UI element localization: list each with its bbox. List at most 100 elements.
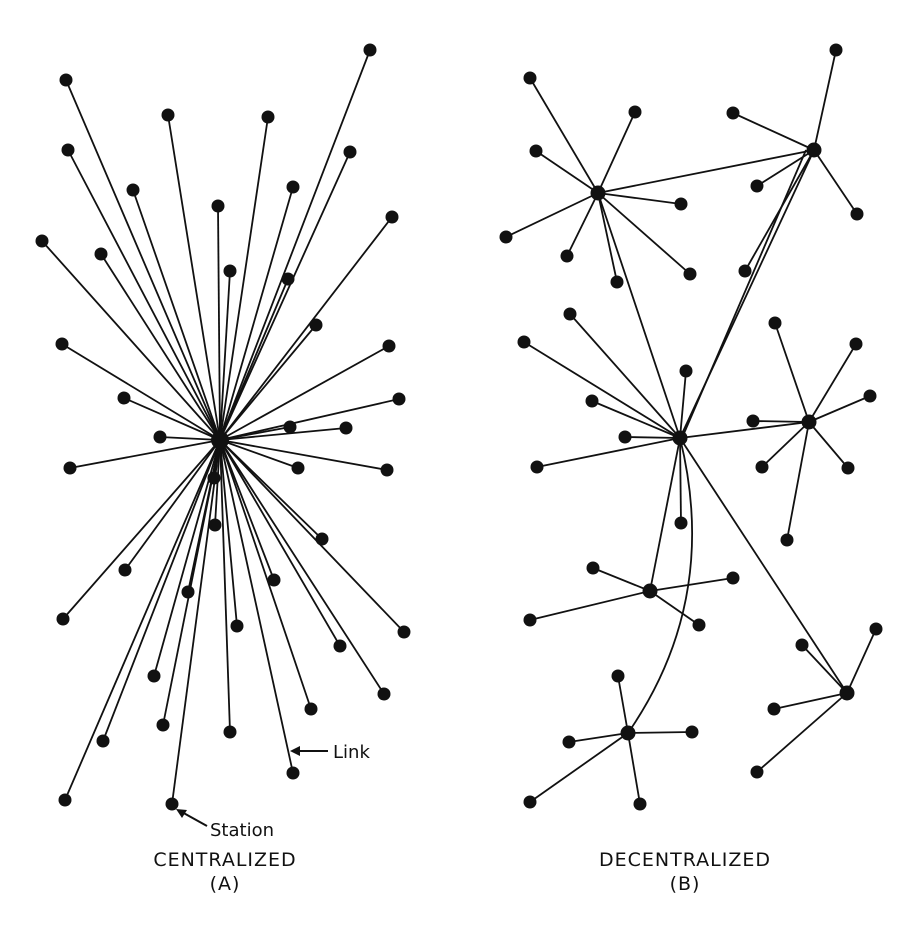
link [219,345,390,441]
station [674,197,688,211]
hub-link [597,149,815,194]
decentralized-title: DECENTRALIZED [599,849,771,871]
station [562,735,576,749]
link [219,439,312,710]
link [536,437,681,468]
link [219,439,299,469]
link [529,590,651,621]
link [597,111,636,194]
link [597,192,682,205]
station [153,430,167,444]
link [627,732,641,805]
hub-link [679,421,810,439]
link [566,192,599,257]
hub-station [801,414,817,430]
link [679,370,687,439]
link [219,439,231,733]
station [530,460,544,474]
link [846,628,877,694]
centralized-title: CENTRALIZED [153,849,296,871]
station [56,612,70,626]
link [123,397,221,441]
annotation-station: Station [176,809,274,841]
stations [35,43,883,811]
link [219,439,275,581]
station [633,797,647,811]
station [117,391,131,405]
hub-station [642,583,658,599]
station [286,180,300,194]
annotation-link: Link [290,742,370,763]
link [219,427,347,441]
link [649,577,734,592]
station [585,394,599,408]
hub-link [627,437,693,734]
station [529,144,543,158]
link [219,216,393,441]
station [850,207,864,221]
hub-station [672,430,688,446]
station [267,573,281,587]
station [211,199,225,213]
link [61,343,221,441]
link [505,192,599,238]
station [181,585,195,599]
station [63,461,77,475]
link [219,426,291,441]
station [523,795,537,809]
station [674,516,688,530]
link [523,341,681,439]
station [726,106,740,120]
station [586,561,600,575]
station [392,392,406,406]
station [611,669,625,683]
station [59,73,73,87]
station [563,307,577,321]
station [755,460,769,474]
decentralized-subtitle: (B) [670,873,701,895]
station [283,420,297,434]
station [523,71,537,85]
station [560,249,574,263]
link [219,439,385,695]
link [597,192,691,275]
link [569,313,681,439]
link [773,692,848,710]
station [746,414,760,428]
link [529,77,599,194]
hub-station [839,685,855,701]
link [67,149,221,441]
link [808,421,849,469]
link [219,439,238,627]
station [165,797,179,811]
station [223,725,237,739]
hub-station [620,725,636,741]
station [618,430,632,444]
hub-link [679,437,848,694]
link [813,149,858,215]
link [774,322,810,423]
station [750,765,764,779]
link [679,437,682,524]
link [219,186,294,441]
station [309,318,323,332]
station [304,702,318,716]
link [171,439,221,805]
link [219,278,289,441]
station [94,247,108,261]
link [535,150,599,194]
link [162,439,221,726]
station [343,145,357,159]
link [617,675,629,734]
link-label: Link [333,742,370,763]
station [55,337,69,351]
link [219,439,341,647]
station [339,421,353,435]
station [385,210,399,224]
link [102,439,221,742]
station [795,638,809,652]
link [219,324,317,441]
link [813,49,837,151]
link [732,112,815,151]
link [219,398,400,441]
